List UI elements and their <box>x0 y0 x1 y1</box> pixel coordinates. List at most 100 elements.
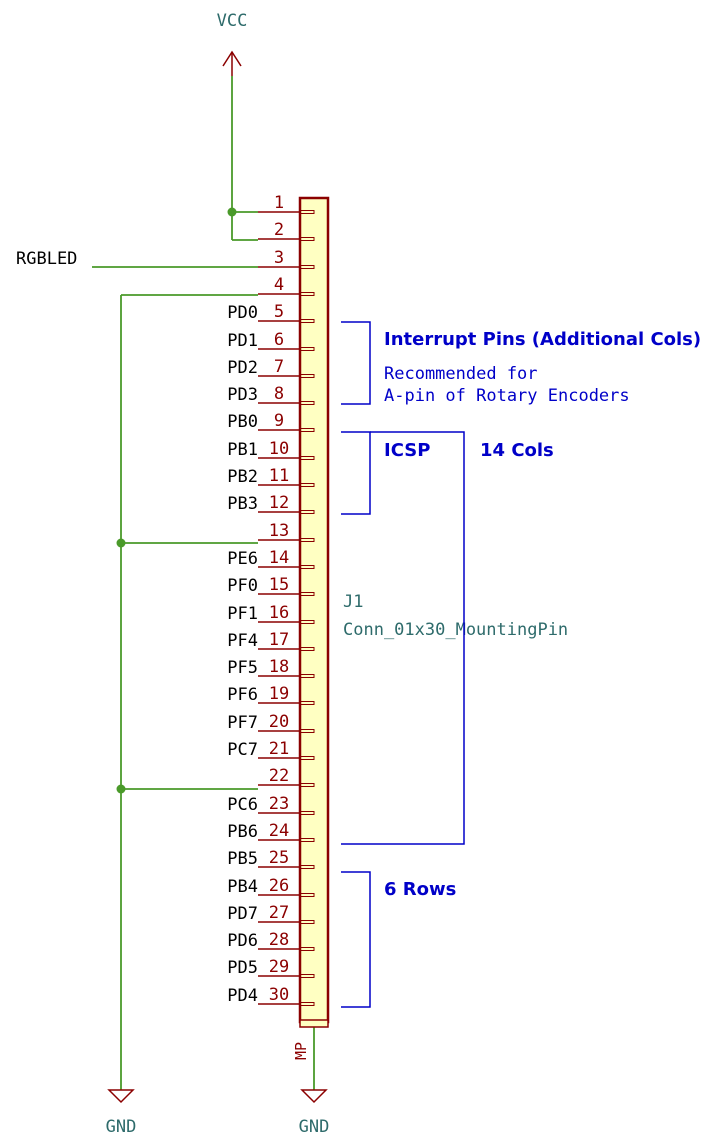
connector-pin: 25 PB5 <box>227 848 315 869</box>
pin-contact <box>299 319 315 323</box>
pin-number: 11 <box>269 466 289 486</box>
junction-dot <box>116 538 126 548</box>
pin-number: 1 <box>274 193 284 213</box>
gnd-power-symbol-right: GND <box>299 1089 330 1137</box>
pin-number: 6 <box>274 330 284 350</box>
pin-signal-name: PB4 <box>227 877 258 897</box>
note-rows: 6 Rows <box>384 879 456 900</box>
pin-contact <box>299 401 315 405</box>
pin-signal-name: PB1 <box>227 440 258 460</box>
vcc-power-symbol: VCC <box>217 11 248 76</box>
pin-number: 22 <box>269 766 289 786</box>
pin-contact <box>299 947 315 951</box>
pin-signal-name: PD4 <box>227 986 258 1006</box>
pin-contact <box>299 647 315 651</box>
connector-pin: 24 PB6 <box>227 821 315 842</box>
connector-pin: 28 PD6 <box>227 930 315 951</box>
connector-pin: 22 <box>258 766 315 787</box>
note-icsp: ICSP <box>384 440 430 461</box>
pin-number: 17 <box>269 630 289 650</box>
pin-signal-name: PB0 <box>227 412 258 432</box>
pin-number: 3 <box>274 248 284 268</box>
pin-contact <box>299 920 315 924</box>
pin-number: 9 <box>274 411 284 431</box>
bracket-rows <box>341 871 371 1008</box>
pin-signal-name: PF0 <box>227 576 258 596</box>
pin-number: 25 <box>269 848 289 868</box>
connector-pin: 19 PF6 <box>227 684 315 705</box>
connector-pin: 3 <box>258 248 315 269</box>
pin-contact <box>299 811 315 815</box>
component-value: Conn_01x30_MountingPin <box>343 620 568 640</box>
pin-signal-name: PD1 <box>227 331 258 351</box>
pin-number: 4 <box>274 275 284 295</box>
pin-signal-name: PD6 <box>227 931 258 951</box>
pin-signal-name: PD2 <box>227 358 258 378</box>
pin-number: 28 <box>269 930 289 950</box>
pin-contact <box>299 347 315 351</box>
pin-number: 19 <box>269 684 289 704</box>
pin-number: 29 <box>269 957 289 977</box>
pin-number: 2 <box>274 220 284 240</box>
junction-dot <box>116 784 126 794</box>
connector-pin: 11 PB2 <box>227 466 315 487</box>
pin-number: 20 <box>269 712 289 732</box>
pin-contact <box>299 592 315 596</box>
note-interrupt-title: Interrupt Pins (Additional Cols) <box>384 329 701 350</box>
pin-contact <box>299 1002 315 1006</box>
bracket-cols <box>341 431 465 845</box>
connector-pin: 26 PB4 <box>227 876 315 897</box>
pin-signal-name: PE6 <box>227 549 258 569</box>
connector-pin: 6 PD1 <box>227 330 315 351</box>
pin-contact <box>299 510 315 514</box>
gnd-label-right: GND <box>299 1117 330 1137</box>
pin-contact <box>299 565 315 569</box>
pin-contact <box>299 974 315 978</box>
pin-contact <box>299 701 315 705</box>
pin-number: 26 <box>269 876 289 896</box>
bracket-interrupt <box>341 321 371 405</box>
pin-signal-name: PF4 <box>227 631 258 651</box>
pin-number: 8 <box>274 384 284 404</box>
pin-number: 13 <box>269 521 289 541</box>
pin-number: 15 <box>269 575 289 595</box>
pin-signal-name: PF6 <box>227 685 258 705</box>
note-brackets <box>341 321 465 1008</box>
connector-pin: 9 PB0 <box>227 411 315 432</box>
note-cols: 14 Cols <box>480 440 554 461</box>
pin-number: 5 <box>274 302 284 322</box>
pin-contact <box>299 456 315 460</box>
pin-number: 18 <box>269 657 289 677</box>
gnd-power-symbol-left: GND <box>106 1089 137 1137</box>
pin-signal-name: PB2 <box>227 467 258 487</box>
pin-signal-name: PC6 <box>227 795 258 815</box>
connector-pin: 13 <box>258 521 315 542</box>
pin-contact <box>299 729 315 733</box>
pin-signal-name: PD5 <box>227 958 258 978</box>
component-reference: J1 <box>343 592 363 612</box>
pin-signal-name: PB5 <box>227 849 258 869</box>
pin-signal-name: PF7 <box>227 713 258 733</box>
pin-signal-name: PB3 <box>227 494 258 514</box>
pin-number: 27 <box>269 903 289 923</box>
pin-contact <box>299 783 315 787</box>
pin-number: 10 <box>269 439 289 459</box>
pin-signal-name: PB6 <box>227 822 258 842</box>
pin-contact <box>299 210 315 214</box>
net-label-rgbled: RGBLED <box>16 249 77 269</box>
vcc-label: VCC <box>217 11 248 31</box>
pin-signal-name: PC7 <box>227 740 258 760</box>
pin-contact <box>299 292 315 296</box>
pin-number: 24 <box>269 821 289 841</box>
gnd-label-left: GND <box>106 1117 137 1137</box>
pin-contact <box>299 374 315 378</box>
connector-pin: 15 PF0 <box>227 575 315 596</box>
